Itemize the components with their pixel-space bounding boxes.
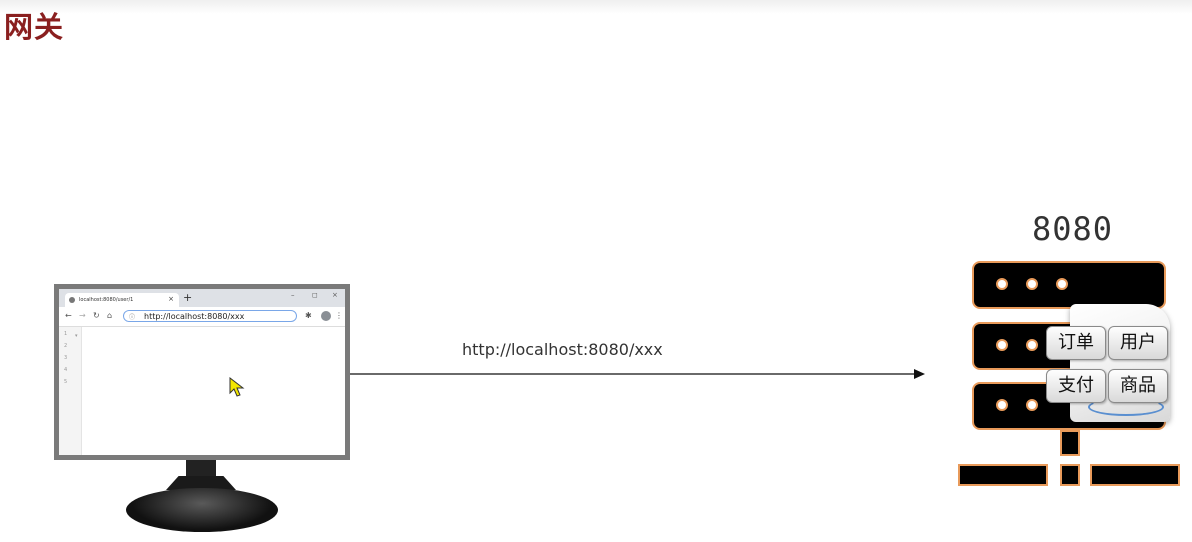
server-led-icon (996, 399, 1008, 411)
service-order: 订单 (1046, 326, 1106, 360)
server-led-icon (1056, 278, 1068, 290)
server-rack-unit (972, 261, 1166, 309)
new-tab-button[interactable]: + (183, 291, 193, 304)
server-led-icon (996, 278, 1008, 290)
service-user: 用户 (1108, 326, 1168, 360)
tab-close-icon[interactable]: × (168, 295, 174, 303)
browser-toolbar: ← → ↻ ⌂ ⓘ http://localhost:8080/xxx ✱ ⋮ (59, 307, 345, 327)
line-number: 4 (64, 367, 68, 373)
home-icon[interactable]: ⌂ (107, 311, 113, 320)
profile-avatar-icon[interactable] (321, 311, 331, 321)
request-url-label: http://localhost:8080/xxx (462, 340, 663, 359)
forward-icon[interactable]: → (79, 311, 86, 320)
globe-icon (69, 297, 75, 303)
line-number: 3 (64, 355, 68, 361)
site-info-icon[interactable]: ⓘ (129, 314, 136, 321)
fold-caret-icon[interactable]: ▾ (75, 333, 78, 339)
java-cup-icon (1088, 398, 1164, 416)
monitor-neck (186, 460, 216, 478)
line-number: 1 (64, 331, 68, 337)
service-payment: 支付 (1046, 369, 1106, 403)
server-port-label: 8080 (1032, 210, 1114, 248)
address-bar[interactable]: ⓘ http://localhost:8080/xxx (123, 310, 297, 322)
line-number-gutter: 1 2 3 4 5 ▾ (59, 327, 82, 455)
server-connector (1060, 430, 1080, 456)
browser-window: localhost:8080/user/1 × + – ◻ × ← → ↻ ⌂ … (59, 289, 345, 455)
server-led-icon (996, 339, 1008, 351)
minimize-button[interactable]: – (291, 291, 295, 299)
browser-tab-title: localhost:8080/user/1 (79, 296, 134, 303)
client-monitor: localhost:8080/user/1 × + – ◻ × ← → ↻ ⌂ … (54, 284, 350, 460)
page-title: 网关 (4, 10, 65, 44)
monitor-base (126, 488, 278, 532)
address-bar-url: http://localhost:8080/xxx (144, 311, 245, 321)
server-led-icon (1026, 339, 1038, 351)
server-led-icon (1026, 278, 1038, 290)
browser-tab[interactable]: localhost:8080/user/1 × (65, 293, 179, 307)
back-icon[interactable]: ← (65, 311, 72, 320)
close-window-button[interactable]: × (332, 291, 338, 299)
browser-tabstrip: localhost:8080/user/1 × + – ◻ × (59, 289, 345, 307)
line-number: 5 (64, 379, 68, 385)
top-bar (0, 0, 1192, 14)
server-led-icon (1026, 399, 1038, 411)
reload-icon[interactable]: ↻ (93, 311, 100, 320)
network-line-left (958, 464, 1048, 486)
menu-kebab-icon[interactable]: ⋮ (335, 311, 343, 320)
network-line-center (1060, 464, 1080, 486)
network-line-right (1090, 464, 1180, 486)
monitor-stand (166, 476, 236, 490)
maximize-button[interactable]: ◻ (312, 291, 318, 299)
extensions-icon[interactable]: ✱ (305, 311, 312, 320)
service-product: 商品 (1108, 369, 1168, 403)
mouse-cursor-icon (229, 377, 245, 397)
request-arrow (350, 369, 925, 379)
line-number: 2 (64, 343, 68, 349)
